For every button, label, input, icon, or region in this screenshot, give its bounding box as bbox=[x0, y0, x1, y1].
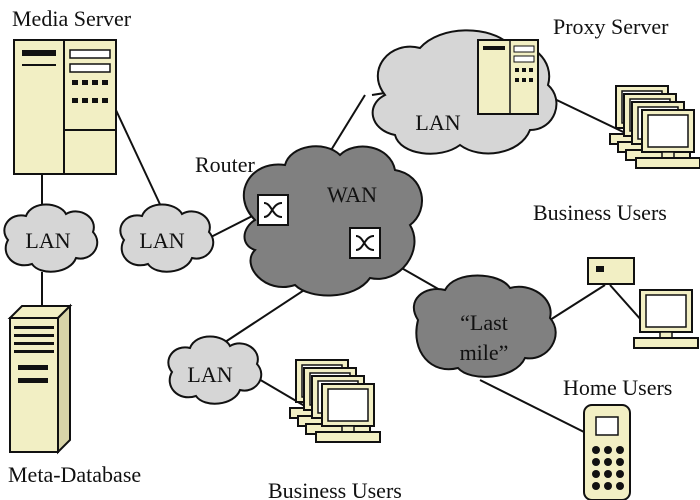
media-server-icon bbox=[13, 39, 117, 175]
business-users-bottom-label: Business Users bbox=[268, 478, 402, 500]
lan-bottom-cloud: LAN bbox=[167, 335, 263, 405]
lan-left-label: LAN bbox=[25, 228, 70, 253]
lan-proxy-label: LAN bbox=[415, 110, 460, 135]
last-mile-cloud: “Last mile” bbox=[412, 274, 557, 378]
lan-left-cloud: LAN bbox=[3, 203, 99, 273]
proxy-server-label: Proxy Server bbox=[553, 14, 669, 39]
home-users-label: Home Users bbox=[563, 375, 672, 400]
modem-icon bbox=[587, 257, 635, 285]
media-server-label: Media Server bbox=[12, 6, 132, 31]
lan-bottom-label: LAN bbox=[187, 362, 232, 387]
link-lastmile-phone bbox=[479, 379, 601, 441]
router-icon-1 bbox=[257, 194, 289, 226]
link-lastmile-modem bbox=[549, 284, 606, 321]
lan-mid-cloud: LAN bbox=[119, 203, 215, 273]
last-mile-line2: mile” bbox=[460, 340, 509, 365]
mobile-phone-icon bbox=[583, 404, 631, 500]
meta-database-label: Meta-Database bbox=[8, 462, 141, 487]
home-computer-icon bbox=[633, 289, 699, 349]
business-users-top-computers-icon bbox=[610, 86, 700, 168]
business-users-top-label: Business Users bbox=[533, 200, 667, 225]
lan-mid-label: LAN bbox=[139, 228, 184, 253]
router-label: Router bbox=[195, 152, 256, 177]
proxy-server-icon bbox=[477, 39, 539, 115]
database-server-icon bbox=[7, 303, 73, 455]
last-mile-line1: “Last bbox=[460, 310, 508, 335]
link-server-lan-mid bbox=[114, 107, 166, 216]
business-users-bottom-computers-icon bbox=[290, 360, 380, 442]
wan-label: WAN bbox=[327, 182, 377, 207]
router-icon-2 bbox=[349, 227, 381, 259]
